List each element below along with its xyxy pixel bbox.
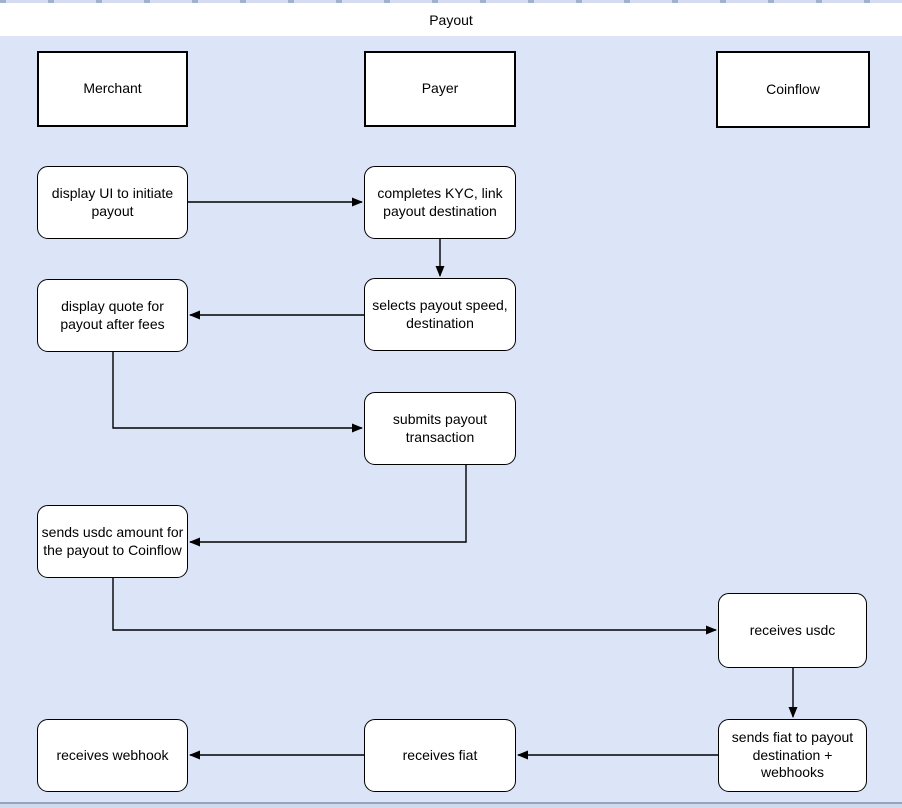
flow-node-label-display-quote: display quote for payout after fees xyxy=(60,298,165,332)
flow-node-completes-kyc: completes KYC, link payout destination xyxy=(364,166,516,239)
flow-node-label-selects-speed: selects payout speed, destination xyxy=(372,297,508,331)
flow-node-receives-webhook: receives webhook xyxy=(37,719,188,792)
flow-node-label-submits-payout: submits payout transaction xyxy=(392,411,488,445)
flow-node-label-lane-coinflow: Coinflow xyxy=(766,80,820,97)
bottom-page-separator xyxy=(0,804,902,808)
flow-node-label-receives-fiat: receives fiat xyxy=(402,746,478,763)
bottom-border-line xyxy=(0,802,902,804)
flow-node-label-sends-fiat: sends fiat to payout destination + webho… xyxy=(731,729,854,781)
flow-node-receives-usdc: receives usdc xyxy=(718,593,867,668)
flow-node-selects-speed: selects payout speed, destination xyxy=(364,278,516,351)
flow-node-label-sends-usdc: sends usdc amount for the payout to Coin… xyxy=(41,524,184,558)
flow-node-display-ui: display UI to initiate payout xyxy=(37,166,188,239)
flow-node-label-receives-webhook: receives webhook xyxy=(56,746,169,763)
flow-node-lane-merchant: Merchant xyxy=(37,51,188,127)
flow-node-label-receives-usdc: receives usdc xyxy=(749,621,836,638)
flow-node-label-lane-merchant: Merchant xyxy=(83,80,142,97)
flow-node-label-lane-payer: Payer xyxy=(421,80,459,97)
top-page-separator xyxy=(0,0,902,3)
flow-node-sends-fiat: sends fiat to payout destination + webho… xyxy=(718,719,867,792)
flow-node-sends-usdc: sends usdc amount for the payout to Coin… xyxy=(37,505,188,578)
flow-node-lane-payer: Payer xyxy=(364,51,516,127)
diagram-title: Payout xyxy=(429,11,473,28)
flow-node-label-completes-kyc: completes KYC, link payout destination xyxy=(377,185,503,219)
flow-node-lane-coinflow: Coinflow xyxy=(716,51,870,128)
diagram-title-band: Payout xyxy=(0,3,902,36)
flow-node-display-quote: display quote for payout after fees xyxy=(37,279,188,352)
flow-node-label-display-ui: display UI to initiate payout xyxy=(51,185,174,219)
flow-node-submits-payout: submits payout transaction xyxy=(364,392,516,465)
flow-node-receives-fiat: receives fiat xyxy=(364,719,516,792)
